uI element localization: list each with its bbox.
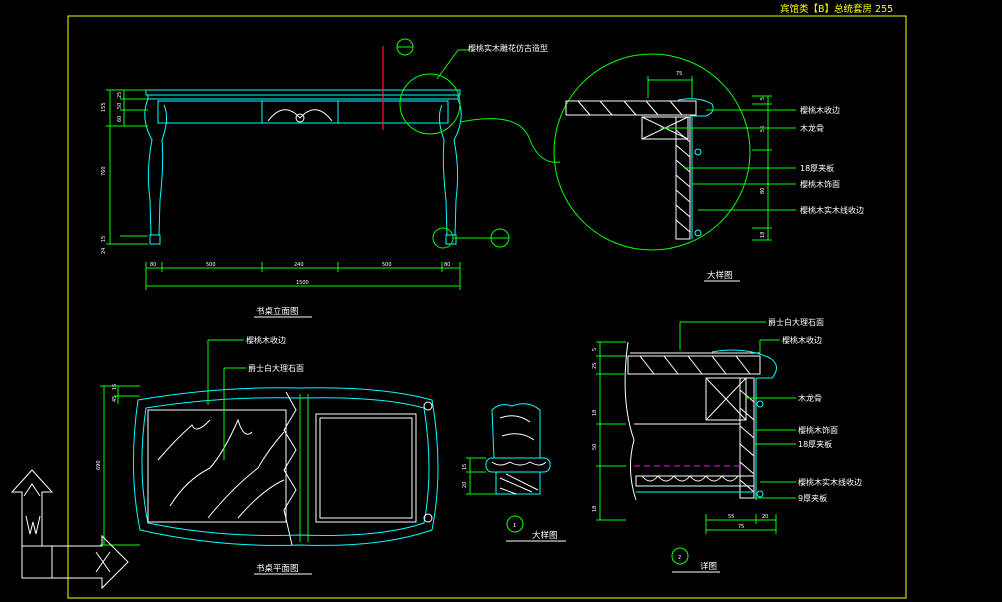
detail2-foot: 15 20 1 大样图 bbox=[462, 403, 566, 542]
svg-text:55: 55 bbox=[728, 514, 734, 520]
detail2-leg-section bbox=[491, 403, 541, 459]
label-plan-edge: 樱桃木收边 bbox=[246, 335, 286, 345]
detail3-edge-molding bbox=[711, 349, 777, 379]
svg-text:155: 155 bbox=[101, 102, 107, 112]
header-title: 宾馆类【B】总统套房 255 bbox=[780, 3, 893, 15]
detail2-marker bbox=[506, 515, 524, 533]
svg-text:500: 500 bbox=[206, 262, 216, 268]
plan-marble-surface bbox=[147, 409, 287, 523]
ucs-axis-icon[interactable] bbox=[10, 469, 129, 590]
svg-text:2: 2 bbox=[678, 555, 681, 561]
svg-text:5: 5 bbox=[760, 97, 766, 100]
detail3-marker bbox=[671, 547, 689, 565]
svg-text:80: 80 bbox=[444, 262, 450, 268]
svg-text:20: 20 bbox=[762, 514, 768, 520]
desk-plan: 樱桃木收边 爵士白大理石面 15 45 690 书桌平面图 bbox=[96, 335, 439, 575]
detail3-title: 详图 bbox=[700, 561, 717, 572]
label-d1-veneer: 樱桃木饰面 bbox=[800, 179, 840, 189]
label-d1-keel: 木龙骨 bbox=[800, 123, 824, 133]
detail3-section: 5 25 18 50 18 55 20 75 爵士白大理石面 樱桃木收边 木龙骨… bbox=[592, 317, 862, 573]
detail1-callout-circle bbox=[399, 73, 461, 135]
detail1-circle-view: 75 5 55 80 18 樱桃木收边 木龙骨 18厚夹板 樱桃木饰面 樱桃木实… bbox=[553, 53, 864, 282]
svg-text:15: 15 bbox=[101, 236, 107, 242]
elevation-right-leg bbox=[438, 98, 462, 236]
label-d1-solid-edge: 樱桃木实木线收边 bbox=[800, 205, 864, 215]
label-d3-ply9: 9厚夹板 bbox=[798, 493, 827, 503]
svg-text:240: 240 bbox=[294, 262, 304, 268]
label-d3-veneer: 樱桃木饰面 bbox=[798, 425, 838, 435]
detail1-title: 大样图 bbox=[707, 270, 733, 281]
svg-text:18: 18 bbox=[592, 506, 598, 512]
label-top-carving: 樱桃实木雕花仿古造型 bbox=[468, 43, 548, 53]
label-d1-edge: 樱桃木收边 bbox=[800, 105, 840, 115]
desk-elevation: 樱桃实木雕花仿古造型 80 500 240 500 80 1500 155 25… bbox=[101, 38, 561, 318]
svg-text:500: 500 bbox=[382, 262, 392, 268]
label-d3-marble: 爵士白大理石面 bbox=[768, 317, 824, 327]
label-d3-solid-edge: 樱桃木实木线收边 bbox=[798, 477, 862, 487]
elevation-top-molding bbox=[147, 94, 459, 100]
elevation-center-carving bbox=[267, 109, 333, 122]
drawing-frame bbox=[67, 15, 907, 599]
svg-text:760: 760 bbox=[101, 166, 107, 176]
label-d3-edge: 樱桃木收边 bbox=[782, 335, 822, 345]
svg-text:80: 80 bbox=[150, 262, 156, 268]
svg-text:75: 75 bbox=[738, 524, 744, 530]
detail1-edge-molding bbox=[677, 98, 714, 117]
svg-text:24: 24 bbox=[101, 248, 107, 254]
label-d3-keel: 木龙骨 bbox=[798, 393, 822, 403]
svg-text:15: 15 bbox=[112, 384, 118, 390]
ucs-y-arrow bbox=[10, 469, 54, 547]
svg-text:25: 25 bbox=[117, 92, 123, 98]
svg-text:20: 20 bbox=[462, 482, 468, 488]
detail1-boundary bbox=[553, 53, 751, 251]
foot-callout-circle bbox=[432, 227, 454, 249]
svg-text:1: 1 bbox=[513, 523, 516, 529]
elevation-title: 书桌立面图 bbox=[256, 306, 299, 317]
elevation-tabletop bbox=[145, 89, 461, 96]
detail2-title: 大样图 bbox=[532, 530, 558, 541]
svg-text:25: 25 bbox=[592, 363, 598, 369]
label-d1-ply18: 18厚夹板 bbox=[800, 163, 834, 173]
svg-text:55: 55 bbox=[760, 126, 766, 132]
ucs-x-arrow bbox=[51, 534, 129, 590]
plan-outer-outline bbox=[132, 387, 439, 546]
ucs-x-mark bbox=[95, 551, 111, 573]
svg-text:50: 50 bbox=[117, 103, 123, 109]
svg-text:690: 690 bbox=[96, 460, 102, 470]
svg-text:80: 80 bbox=[760, 188, 766, 194]
label-d3-ply18: 18厚夹板 bbox=[798, 439, 832, 449]
ucs-w-mark bbox=[25, 515, 41, 535]
svg-text:75: 75 bbox=[676, 71, 682, 77]
plan-title: 书桌平面图 bbox=[256, 563, 299, 574]
svg-text:60: 60 bbox=[117, 116, 123, 122]
elevation-left-leg bbox=[144, 98, 168, 236]
svg-text:50: 50 bbox=[592, 444, 598, 450]
svg-text:5: 5 bbox=[592, 348, 598, 351]
elevation-apron bbox=[157, 100, 449, 124]
svg-text:15: 15 bbox=[462, 464, 468, 470]
svg-text:18: 18 bbox=[760, 232, 766, 238]
svg-text:1500: 1500 bbox=[296, 280, 309, 286]
svg-text:45: 45 bbox=[112, 396, 118, 402]
svg-text:18: 18 bbox=[592, 410, 598, 416]
label-plan-marble: 爵士白大理石面 bbox=[248, 363, 304, 373]
